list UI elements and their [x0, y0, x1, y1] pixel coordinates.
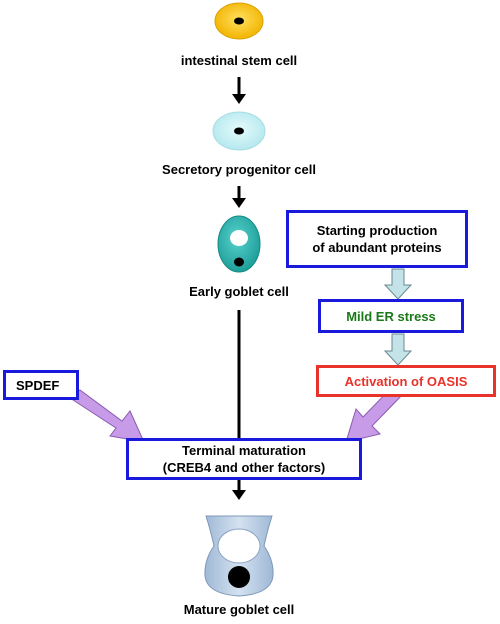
activation-oasis-box: Activation of OASIS [316, 365, 496, 397]
terminal-maturation-line1: Terminal maturation [181, 443, 306, 458]
arrowhead-progenitor-to-early [232, 198, 246, 208]
starting-production-line2: of abundant proteins [312, 240, 442, 255]
starting-production-box: Starting production of abundant proteins [286, 210, 468, 268]
arrowhead-terminal-to-mature [232, 490, 246, 500]
terminal-maturation-box: Terminal maturation (CREB4 and other fac… [126, 438, 362, 480]
mild-er-stress-box: Mild ER stress [318, 299, 464, 333]
mature-goblet-nucleus [228, 566, 250, 588]
early-goblet-vacuole [230, 230, 248, 246]
spdef-box: SPDEF [3, 370, 79, 400]
early-goblet-nucleus [234, 257, 244, 267]
progenitor-cell-label: Secretory progenitor cell [162, 162, 316, 177]
terminal-maturation-line2: (CREB4 and other factors) [162, 460, 326, 475]
mature-goblet-cell-label: Mature goblet cell [183, 602, 295, 617]
arrowhead-stem-to-progenitor [232, 94, 246, 104]
arrow-production-to-mild-er [383, 268, 413, 300]
arrow-spdef-to-terminal [69, 389, 145, 443]
mild-er-stress-label: Mild ER stress [346, 308, 436, 324]
activation-oasis-label: Activation of OASIS [344, 373, 468, 389]
progenitor-cell-nucleus [234, 127, 244, 135]
arrow-mild-er-to-oasis [383, 333, 413, 366]
stem-cell-nucleus [234, 17, 244, 25]
mature-goblet-vacuole [217, 528, 261, 564]
stem-cell-label: intestinal stem cell [180, 53, 298, 68]
starting-production-line1: Starting production [316, 223, 438, 238]
spdef-label: SPDEF [16, 377, 60, 393]
early-goblet-cell-label: Early goblet cell [189, 284, 289, 299]
